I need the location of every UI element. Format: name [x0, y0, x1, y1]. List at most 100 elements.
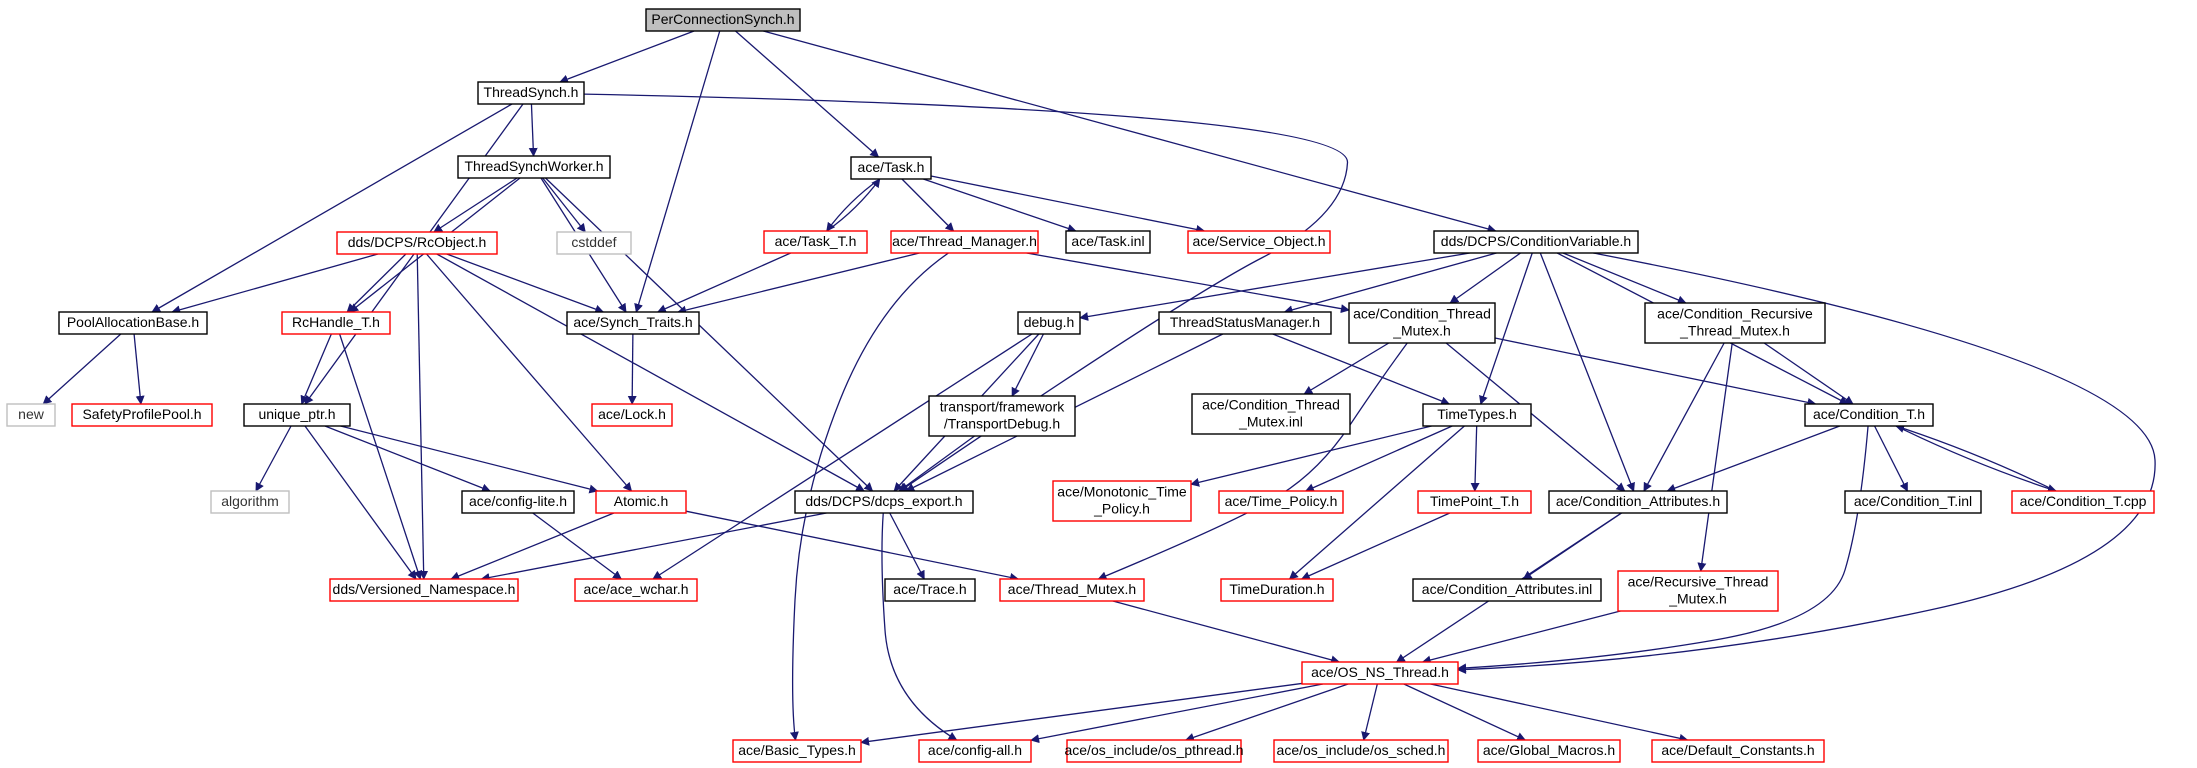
node-configlite[interactable]: ace/config-lite.h: [461, 490, 575, 514]
node-condattr[interactable]: ace/Condition_Attributes.h: [1548, 490, 1728, 514]
edge-line: [1026, 252, 1350, 314]
node-condattrinl[interactable]: ace/Condition_Attributes.inl: [1412, 578, 1602, 602]
node-label: Atomic.h: [614, 493, 668, 509]
node-acewchar[interactable]: ace/ace_wchar.h: [574, 578, 698, 602]
edge-condvar-to-threadstatus: [1283, 252, 1497, 315]
node-box: [6, 403, 56, 427]
node-safetypool[interactable]: SafetyProfilePool.h: [71, 403, 213, 427]
edge-condt-to-condattr: [1666, 425, 1841, 493]
node-globalmacros[interactable]: ace/Global_Macros.h: [1477, 739, 1621, 763]
node-threadsynch[interactable]: ThreadSynch.h: [477, 81, 585, 105]
node-timepoint[interactable]: TimePoint_T.h: [1417, 490, 1532, 514]
node-synchtraits[interactable]: ace/Synch_Traits.h: [566, 311, 700, 335]
node-configall[interactable]: ace/config-all.h: [918, 739, 1032, 763]
node-monotonic[interactable]: ace/Monotonic_Time_Policy.h: [1052, 480, 1192, 522]
edge-line: [171, 253, 379, 315]
node-condtinl[interactable]: ace/Condition_T.inl: [1844, 490, 1982, 514]
node-condt[interactable]: ace/Condition_T.h: [1804, 403, 1934, 427]
node-sched[interactable]: ace/os_include/os_sched.h: [1273, 739, 1449, 763]
node-box: [1433, 230, 1639, 254]
node-box: [477, 81, 585, 105]
node-pthread[interactable]: ace/os_include/os_pthread.h: [1064, 739, 1244, 763]
edge-rcobject-to-poolalloc: [171, 253, 379, 315]
node-label: dds/DCPS/RcObject.h: [348, 234, 487, 250]
node-threadsynchworker[interactable]: ThreadSynchWorker.h: [457, 155, 611, 179]
edge-line: [1304, 425, 1453, 492]
node-atomic[interactable]: Atomic.h: [595, 490, 687, 514]
edge-line: [763, 30, 1497, 234]
node-timepolicy[interactable]: ace/Time_Policy.h: [1218, 490, 1344, 514]
node-label: ace/Thread_Manager.h: [892, 233, 1037, 249]
node-threadmgr[interactable]: ace/Thread_Manager.h: [890, 230, 1039, 254]
node-rcobject[interactable]: dds/DCPS/RcObject.h: [336, 231, 498, 255]
edge-line: [1873, 425, 1909, 492]
edge-line: [1283, 252, 1497, 315]
node-label: RcHandle_T.h: [292, 314, 380, 330]
node-box: [1348, 302, 1496, 344]
node-algorithm: algorithm: [210, 490, 290, 514]
node-transportdebug[interactable]: transport/framework/TransportDebug.h: [928, 395, 1076, 437]
node-taskinl[interactable]: ace/Task.inl: [1065, 230, 1151, 254]
node-versioned[interactable]: dds/Versioned_Namespace.h: [329, 578, 519, 602]
edge-line: [1666, 425, 1841, 493]
node-dcpsexport[interactable]: dds/DCPS/dcps_export.h: [794, 490, 974, 514]
node-box: [732, 739, 862, 763]
node-condtcpp[interactable]: ace/Condition_T.cpp: [2011, 490, 2155, 514]
node-serviceobj[interactable]: ace/Service_Object.h: [1187, 230, 1331, 254]
node-defconst[interactable]: ace/Default_Constants.h: [1651, 739, 1825, 763]
edge-line: [446, 253, 605, 314]
edge-line: [545, 177, 874, 492]
node-box: [1548, 490, 1728, 514]
edge-task-to-task_t: [826, 178, 881, 232]
edge-line: [1643, 342, 1725, 492]
edge-line: [1011, 333, 1045, 397]
node-recthreadmutex[interactable]: ace/Recursive_Thread_Mutex.h: [1617, 570, 1779, 612]
node-label: ace/Condition_Attributes.h: [1556, 493, 1720, 509]
node-condthreadmutex[interactable]: ace/Condition_Thread_Mutex.h: [1348, 302, 1496, 344]
node-condrecursive[interactable]: ace/Condition_Recursive_Thread_Mutex.h: [1644, 302, 1826, 344]
edge-line: [416, 253, 429, 580]
edge-condvar-to-timetypes: [1479, 252, 1533, 405]
node-box: [1158, 311, 1332, 335]
node-acelock[interactable]: ace/Lock.h: [591, 403, 673, 427]
node-label: ace/Time_Policy.h: [1225, 493, 1338, 509]
node-label: ace/Thread_Mutex.h: [1008, 581, 1136, 597]
node-box: [1422, 403, 1532, 427]
node-label: PerConnectionSynch.h: [651, 11, 794, 27]
edge-synchtraits-to-acelock: [627, 333, 637, 405]
node-threadmutex[interactable]: ace/Thread_Mutex.h: [999, 578, 1145, 602]
node-osnsthread[interactable]: ace/OS_NS_Thread.h: [1301, 661, 1459, 685]
edge-line: [426, 253, 633, 492]
edge-line: [1403, 683, 1526, 741]
node-box: [1412, 578, 1602, 602]
edge-line: [656, 252, 791, 313]
node-root[interactable]: PerConnectionSynch.h: [645, 8, 801, 32]
edge-rcobject-to-atomic: [426, 253, 633, 492]
node-uniqueptr[interactable]: unique_ptr.h: [243, 403, 351, 427]
edge-timepoint-to-timeduration: [1300, 512, 1451, 580]
node-task[interactable]: ace/Task.h: [850, 156, 932, 180]
edge-line: [1763, 342, 1854, 405]
node-debug[interactable]: debug.h: [1017, 311, 1081, 335]
node-rchandle[interactable]: RcHandle_T.h: [281, 311, 391, 335]
node-timetypes[interactable]: TimeTypes.h: [1422, 403, 1532, 427]
edge-threadsynch-to-poolalloc: [151, 103, 513, 313]
node-basictypes[interactable]: ace/Basic_Types.h: [732, 739, 862, 763]
node-condthreadmutexinl[interactable]: ace/Condition_Thread_Mutex.inl: [1191, 393, 1351, 435]
node-task_t[interactable]: ace/Task_T.h: [763, 230, 868, 254]
edge-uniqueptr-to-algorithm: [255, 425, 292, 492]
edge-line: [1112, 600, 1341, 665]
node-condvar[interactable]: dds/DCPS/ConditionVariable.h: [1433, 230, 1639, 254]
edge-line: [1539, 252, 1635, 492]
edge-uniqueptr-to-atomic: [340, 425, 599, 494]
edge-recthreadmutex-to-osnsthread: [1421, 610, 1621, 665]
node-threadstatus[interactable]: ThreadStatusManager.h: [1158, 311, 1332, 335]
edge-line: [133, 333, 145, 405]
node-poolalloc[interactable]: PoolAllocationBase.h: [58, 311, 208, 335]
node-timeduration[interactable]: TimeDuration.h: [1220, 578, 1334, 602]
edge-rchandle-to-uniqueptr: [300, 333, 332, 405]
node-label: dds/DCPS/ConditionVariable.h: [1441, 233, 1631, 249]
edge-timetypes-to-monotonic: [1190, 425, 1432, 487]
node-acetrace[interactable]: ace/Trace.h: [884, 578, 976, 602]
node-box: [890, 230, 1039, 254]
